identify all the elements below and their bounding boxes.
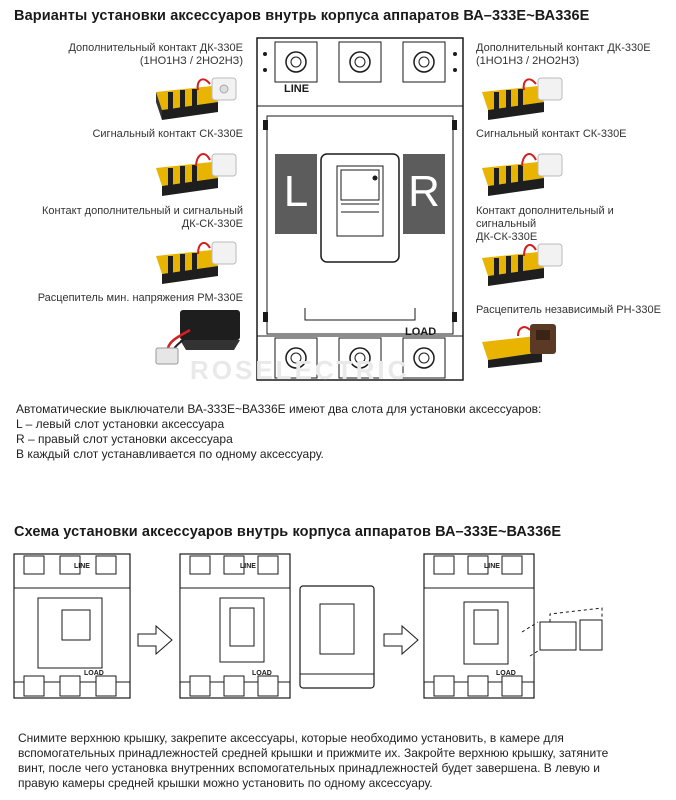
- scheme-load-label-1: LOAD: [84, 670, 104, 677]
- shunt-release-image: [482, 324, 556, 368]
- arrow-right-icon: [383, 624, 419, 656]
- label-text: Расцепитель независимый РН-330Е: [476, 304, 661, 316]
- desc-line: L – левый слот установки аксессуара: [16, 417, 225, 431]
- label-text: Сигнальный контакт СК-330Е: [476, 128, 627, 140]
- label-text: Контакт дополнительный и сигнальный: [476, 205, 614, 230]
- signal-contact-image-right: [482, 153, 563, 196]
- signal-contact-image-left: [156, 153, 237, 196]
- section1-description: Автоматические выключатели ВА-333Е~ВА336…: [16, 402, 666, 462]
- installation-scheme: [13, 553, 603, 699]
- scheme-line-label-1: LINE: [74, 563, 90, 570]
- breaker-diagram: [256, 37, 464, 381]
- scheme-breaker-1: [13, 553, 131, 699]
- section-title-variants: Варианты установки аксессуаров внутрь ко…: [14, 8, 590, 24]
- label-right-aux-signal-contact: Контакт дополнительный и сигнальный ДК-С…: [476, 205, 676, 244]
- aux-signal-contact-image-right: [482, 243, 563, 286]
- label-left-undervoltage-release: Расцепитель мин. напряжения РМ-330Е: [20, 292, 243, 305]
- label-text: Сигнальный контакт СК-330Е: [92, 128, 243, 140]
- desc-line: правую камеры средней крышки можно устан…: [18, 776, 433, 790]
- desc-line: винт, после чего установка внутренних вс…: [18, 761, 600, 775]
- removed-cover: [299, 585, 375, 689]
- line-label: LINE: [284, 83, 310, 95]
- aux-contact-image-left: [156, 77, 237, 120]
- left-slot-label: L: [283, 167, 309, 216]
- desc-line: Автоматические выключатели ВА-333Е~ВА336…: [16, 402, 542, 416]
- scheme-line-label-2: LINE: [240, 563, 256, 570]
- accessory-exploded: [521, 607, 603, 657]
- label-sub: (1НО1НЗ / 2НО2НЗ): [139, 55, 243, 67]
- aux-signal-contact-image-left: [156, 241, 237, 284]
- desc-line: вспомогательных принадлежностей средней …: [18, 746, 609, 760]
- aux-contact-image-right: [482, 77, 563, 120]
- desc-line: В каждый слот устанавливается по одному …: [16, 447, 324, 461]
- label-left-aux-signal-contact: Контакт дополнительный и сигнальный ДК-С…: [20, 205, 243, 231]
- label-text: Расцепитель мин. напряжения РМ-330Е: [37, 292, 243, 304]
- label-text: Контакт дополнительный и сигнальный: [42, 205, 243, 217]
- desc-line: R – правый слот установки аксессуара: [16, 432, 233, 446]
- scheme-breaker-3: [423, 553, 535, 699]
- label-right-signal-contact: Сигнальный контакт СК-330Е: [476, 128, 676, 141]
- label-text: Дополнительный контакт ДК-330Е: [476, 42, 651, 54]
- top-terminals: [263, 41, 457, 83]
- scheme-breaker-2: [179, 553, 291, 699]
- label-sub: ДК-СК-330Е: [476, 231, 538, 243]
- label-left-aux-contact: Дополнительный контакт ДК-330Е (1НО1НЗ /…: [40, 42, 243, 68]
- undervoltage-release-image: [155, 310, 240, 365]
- scheme-load-label-2: LOAD: [252, 670, 272, 677]
- section-title-scheme: Схема установки аксессуаров внутрь корпу…: [14, 524, 562, 540]
- desc-line: Снимите верхнюю крышку, закрепите аксесс…: [18, 731, 564, 745]
- scheme-load-label-3: LOAD: [496, 670, 516, 677]
- scheme-line-label-3: LINE: [484, 563, 500, 570]
- arrow-right-icon: [137, 624, 173, 656]
- label-right-aux-contact: Дополнительный контакт ДК-330Е (1НО1НЗ /…: [476, 42, 676, 68]
- label-sub: (1НО1НЗ / 2НО2НЗ): [476, 55, 580, 67]
- label-sub: ДК-СК-330Е: [181, 218, 243, 230]
- watermark: ROSELECTRIC: [190, 355, 410, 385]
- label-left-signal-contact: Сигнальный контакт СК-330Е: [40, 128, 243, 141]
- right-slot-label: R: [408, 167, 440, 216]
- label-right-shunt-release: Расцепитель независимый РН-330Е: [476, 304, 676, 317]
- section2-description: Снимите верхнюю крышку, закрепите аксесс…: [18, 731, 668, 791]
- label-text: Дополнительный контакт ДК-330Е: [68, 42, 243, 54]
- load-label: LOAD: [405, 326, 437, 338]
